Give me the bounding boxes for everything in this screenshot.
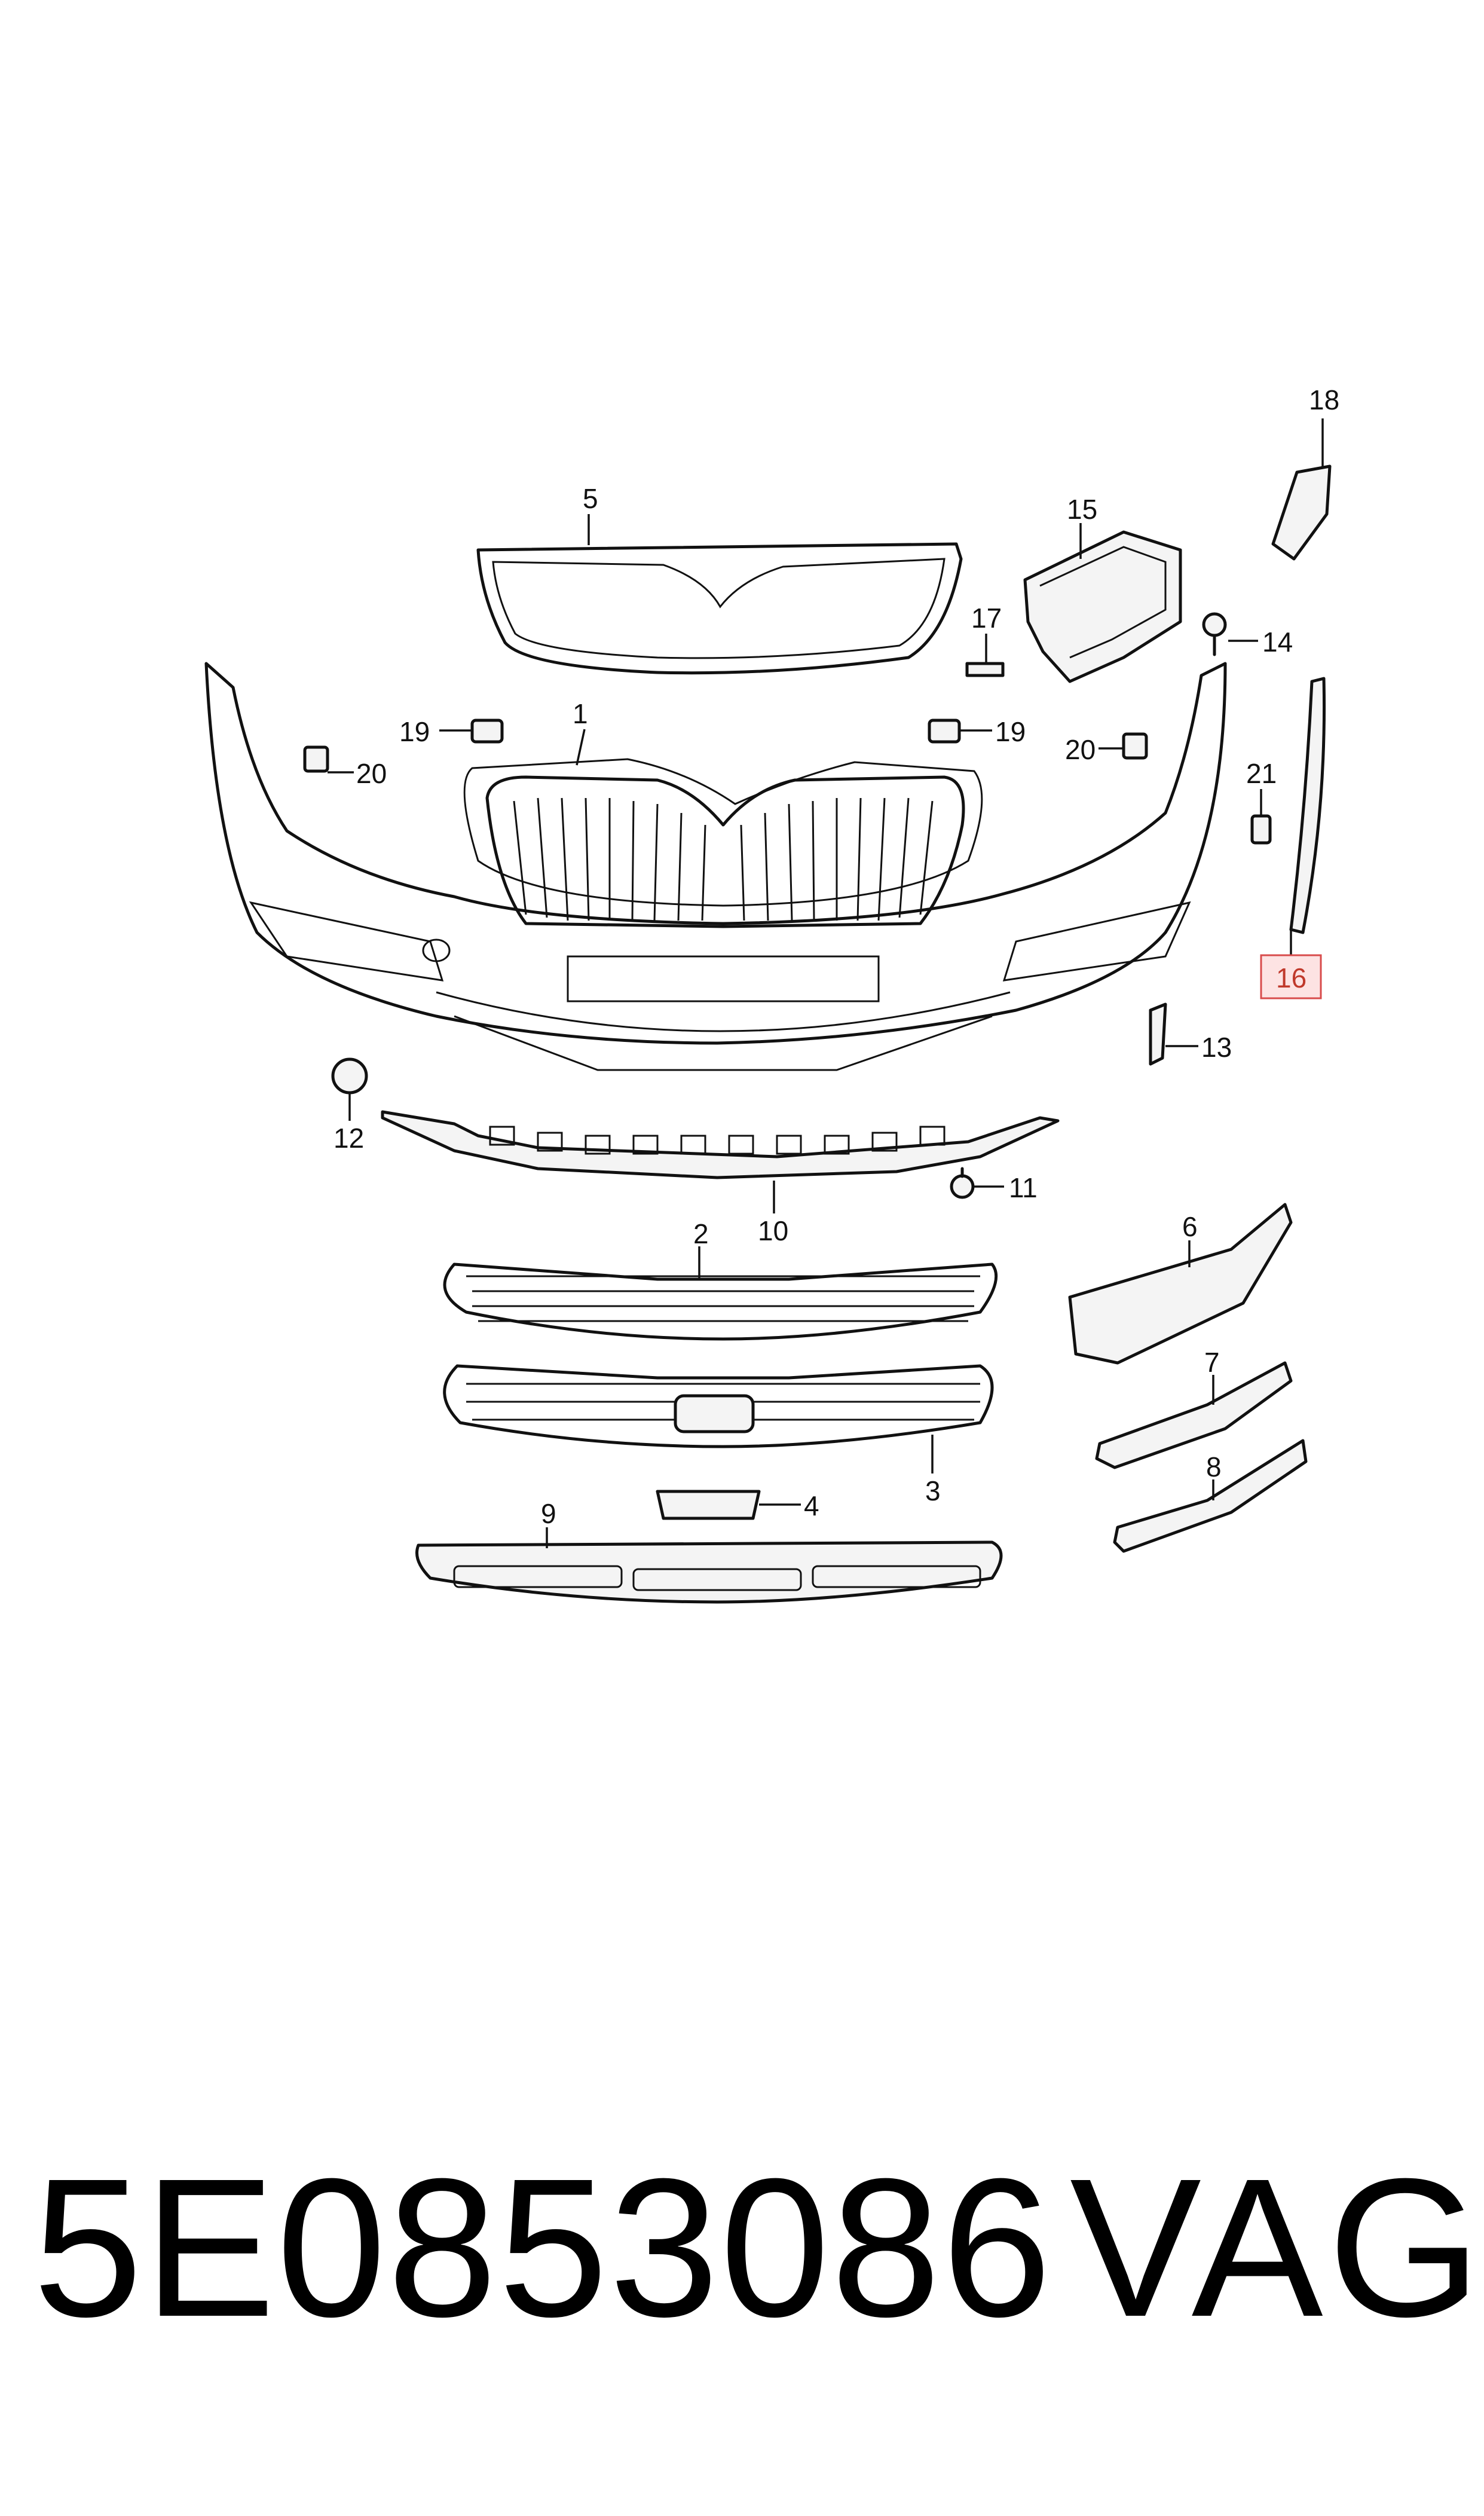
part-13-trim xyxy=(1149,1002,1167,1066)
callout-8: 8 xyxy=(1206,1451,1222,1482)
part-8-trim-strip xyxy=(1113,1439,1308,1553)
part-16-trim-strip xyxy=(1289,677,1326,934)
part-1-bumper-cover xyxy=(204,662,1227,1071)
part-11-screw xyxy=(950,1167,975,1199)
exploded-parts-diagram: 5 1 19 19 20 20 17 15 18 14 21 16 13 12 … xyxy=(204,384,1339,1604)
part-3-lower-grille-sensor xyxy=(443,1364,994,1448)
callout-10: 10 xyxy=(758,1215,788,1246)
part-17-clip xyxy=(965,662,1005,677)
callout-9: 9 xyxy=(541,1498,556,1529)
part-19-clip-left xyxy=(470,719,504,744)
callout-3: 3 xyxy=(925,1475,941,1506)
part-9-spoiler xyxy=(415,1540,1003,1604)
callout-19-right: 19 xyxy=(995,716,1026,747)
callout-21: 21 xyxy=(1246,758,1277,789)
part-6-side-grille xyxy=(1068,1203,1293,1365)
callout-20-right: 20 xyxy=(1065,734,1096,765)
callout-12: 12 xyxy=(333,1123,364,1154)
part-19-clip-right xyxy=(928,719,961,744)
callout-5: 5 xyxy=(583,483,598,514)
part-10-mounting-rail xyxy=(381,1110,1060,1179)
callout-14: 14 xyxy=(1262,626,1293,658)
callout-2: 2 xyxy=(693,1218,709,1249)
callout-19-left: 19 xyxy=(399,716,430,747)
callout-15: 15 xyxy=(1067,494,1097,525)
part-7-trim-strip xyxy=(1095,1361,1293,1469)
part-21-clip xyxy=(1250,814,1272,845)
callout-4: 4 xyxy=(804,1490,819,1521)
part-15-bracket xyxy=(1023,530,1182,683)
callout-1: 1 xyxy=(573,698,588,729)
callout-16-highlight: 16 xyxy=(1260,954,1322,999)
part-14-screw xyxy=(1202,612,1227,656)
callout-16: 16 xyxy=(1276,962,1306,993)
callout-17: 17 xyxy=(971,603,1002,634)
part-5-grille-frame xyxy=(476,542,963,675)
callout-18: 18 xyxy=(1309,384,1339,415)
part-18-bracket xyxy=(1271,464,1332,561)
callout-7: 7 xyxy=(1204,1347,1220,1378)
part-4-sensor-bracket xyxy=(656,1490,761,1520)
part-number: 5E0853086 xyxy=(33,2137,1053,2358)
inner-grille xyxy=(485,775,965,928)
callout-13: 13 xyxy=(1201,1032,1232,1063)
part-2-lower-grille xyxy=(443,1262,998,1341)
callout-11: 11 xyxy=(1009,1172,1038,1203)
callout-20-left: 20 xyxy=(356,758,387,789)
part-12-tow-cap xyxy=(331,1057,368,1095)
part-20-clip-right xyxy=(1122,732,1148,760)
footer-caption: 5E0853086 VAG xyxy=(0,2128,1484,2367)
callout-6: 6 xyxy=(1182,1211,1198,1242)
leader-1 xyxy=(576,729,586,766)
part-20-clip-left xyxy=(303,745,329,773)
brand-name: VAG xyxy=(1070,2137,1484,2358)
